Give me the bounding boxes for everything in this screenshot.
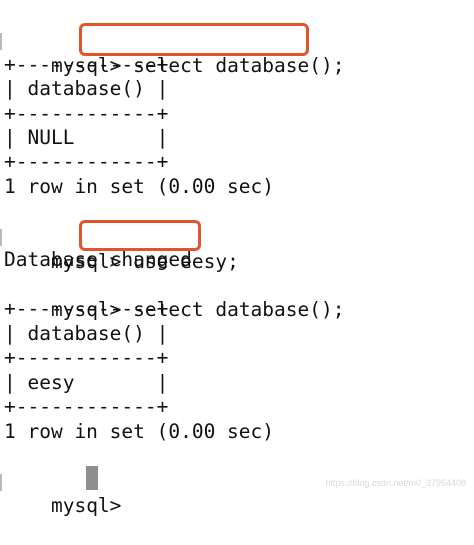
table-border: +------------+	[4, 297, 169, 320]
table-border: +------------+	[4, 102, 169, 125]
status-message: Database changed	[4, 248, 192, 271]
terminal-line: mysql>	[4, 467, 133, 517]
table-header-row: | database() |	[4, 322, 169, 345]
prompt: mysql>	[50, 494, 134, 517]
terminal-line: mysql> select database();	[4, 271, 345, 321]
table-border: +------------+	[4, 150, 169, 173]
line-marker	[0, 33, 2, 50]
line-marker	[0, 229, 2, 246]
terminal-window[interactable]: mysql> select database(); +------------+…	[0, 0, 474, 517]
command-text: use eesy;	[133, 250, 239, 273]
table-row: | eesy |	[4, 371, 169, 394]
prompt: mysql>	[50, 298, 134, 321]
table-border: +------------+	[4, 395, 169, 418]
line-marker	[0, 474, 2, 491]
table-border: +------------+	[4, 53, 169, 76]
command-text: select database();	[133, 298, 345, 321]
command-text: select database();	[133, 54, 345, 77]
table-border: +------------+	[4, 346, 169, 369]
terminal-line: mysql> use eesy;	[4, 223, 239, 273]
result-summary: 1 row in set (0.00 sec)	[4, 175, 275, 198]
result-summary: 1 row in set (0.00 sec)	[4, 420, 275, 443]
table-header-row: | database() |	[4, 77, 169, 100]
terminal-line: mysql> select database();	[4, 27, 345, 77]
text-cursor	[86, 466, 98, 490]
prompt: mysql>	[50, 54, 134, 77]
prompt: mysql>	[50, 250, 134, 273]
table-row: | NULL |	[4, 126, 169, 149]
watermark: https://blog.csdn.net/m0_37954408	[325, 478, 466, 488]
